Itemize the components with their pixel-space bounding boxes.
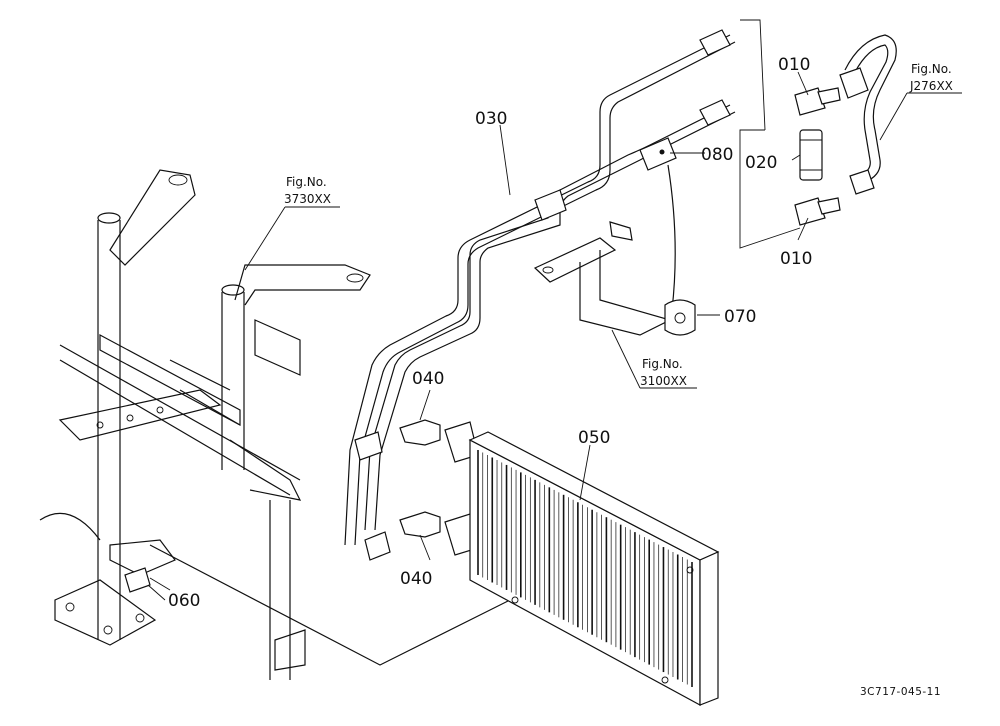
label-part-010-bottom: 010 [780, 249, 812, 269]
elbow-fittings-040 [399, 419, 479, 556]
fig-ref-3730-prefix: Fig.No. [286, 175, 327, 189]
hose-080 [667, 164, 676, 311]
label-part-070: 070 [724, 307, 756, 327]
fig-ref-3100-number: 3100XX [640, 374, 687, 388]
label-part-040-top: 040 [412, 369, 444, 389]
fitting-060 [124, 567, 171, 593]
leader-lines [147, 71, 962, 601]
frame-structure [39, 169, 511, 680]
clamp-bracket [533, 221, 696, 336]
label-part-040-bottom: 040 [400, 569, 432, 589]
drawing-code: 3C717-045-11 [860, 686, 941, 698]
fig-ref-j276-prefix: Fig.No. [911, 62, 952, 76]
fig-ref-3730-number: 3730XX [284, 192, 331, 206]
label-part-030: 030 [475, 109, 507, 129]
label-part-050: 050 [578, 428, 610, 448]
filter-assembly [739, 19, 897, 249]
label-part-060: 060 [168, 591, 200, 611]
pipe-030 [344, 29, 736, 561]
label-part-080: 080 [701, 145, 733, 165]
oil-cooler-050 [468, 431, 720, 707]
label-part-010-top: 010 [778, 55, 810, 75]
fig-ref-3100-prefix: Fig.No. [642, 357, 683, 371]
label-part-020: 020 [745, 153, 777, 173]
fig-ref-j276-number: J276XX [909, 79, 953, 93]
